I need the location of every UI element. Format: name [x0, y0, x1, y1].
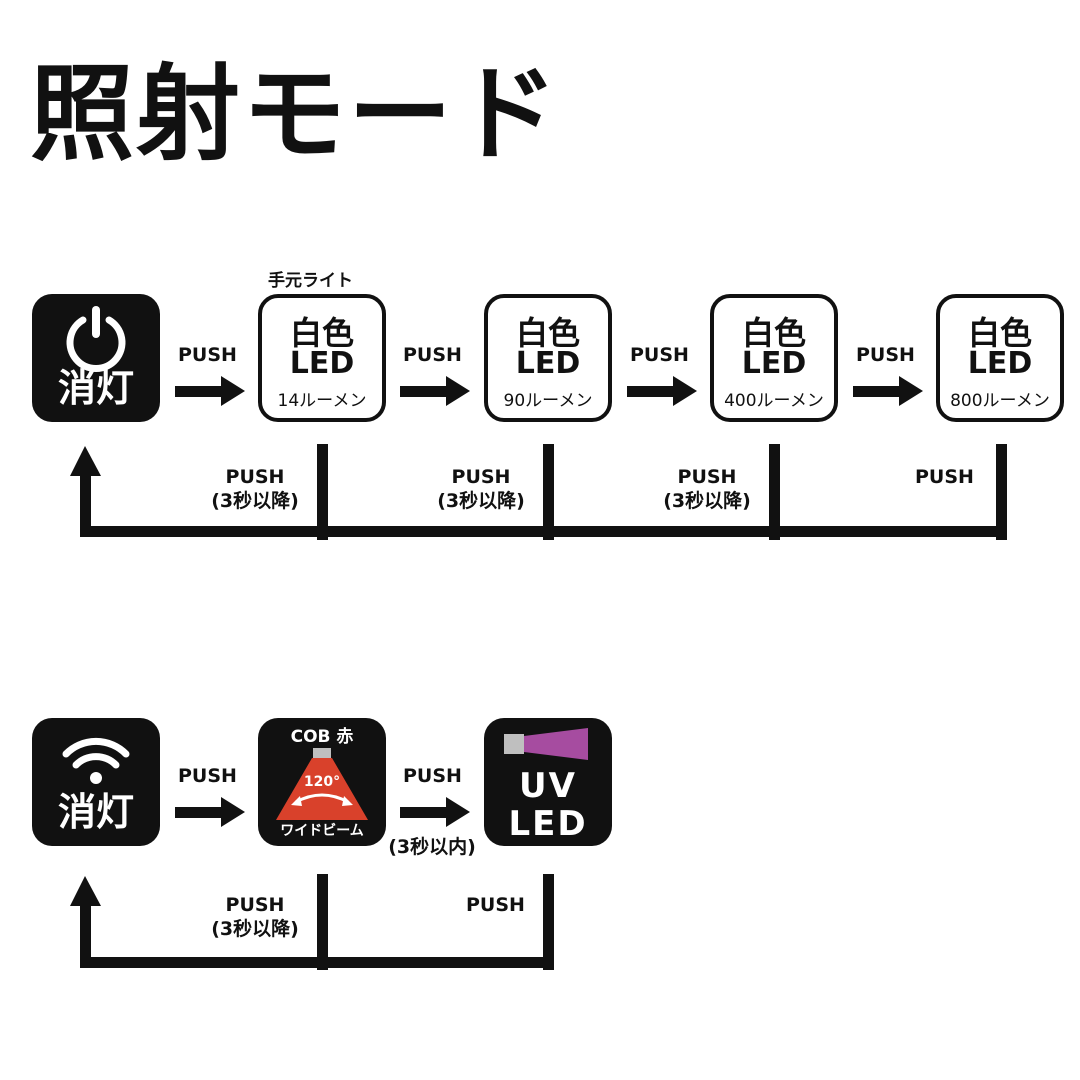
push-hold-label: PUSH (3秒以降)	[652, 466, 762, 514]
mode-type: LED	[741, 346, 807, 381]
push-label: PUSH	[403, 765, 462, 787]
page-title: 照射モード	[30, 53, 561, 175]
push-label: PUSH	[630, 344, 689, 366]
wide-beam-icon	[276, 748, 368, 820]
led-label: LED	[508, 804, 588, 844]
push-label: PUSH	[178, 344, 237, 366]
off-state-box-2: 消灯	[32, 718, 160, 846]
push-text: PUSH	[225, 466, 285, 488]
push-hold-label: PUSH (3秒以降)	[200, 466, 310, 514]
hold-text: (3秒以降)	[437, 489, 525, 512]
mode-color: 白色	[967, 314, 1032, 352]
mode-box-800lm: 白色 LED 800ルーメン	[936, 294, 1064, 422]
mode-type: LED	[967, 346, 1033, 381]
beam-angle: 120°	[303, 774, 341, 790]
mode-color: 白色	[515, 314, 580, 352]
power-icon	[66, 306, 126, 372]
off-label: 消灯	[57, 366, 134, 410]
off-state-box: 消灯	[32, 294, 160, 422]
mode-lumen: 400ルーメン	[724, 391, 824, 411]
mode-box-14lm: 白色 LED 14ルーメン	[258, 294, 386, 422]
push-hold-label: PUSH (3秒以降)	[426, 466, 536, 514]
wide-beam-label: ワイドビーム	[280, 823, 364, 839]
push-text: PUSH	[225, 894, 285, 916]
wifi-signal-icon	[62, 737, 130, 784]
hold-text: (3秒以降)	[663, 489, 751, 512]
uv-label: UV	[519, 766, 577, 806]
uv-led-box: UV LED	[484, 718, 612, 846]
push-hold-label: PUSH (3秒以降)	[200, 894, 310, 942]
push-label: PUSH	[403, 344, 462, 366]
mode-type: LED	[289, 346, 355, 381]
push-label: PUSH	[178, 765, 237, 787]
push-text: PUSH	[451, 466, 511, 488]
push-label: PUSH	[856, 344, 915, 366]
hold-text: (3秒以降)	[211, 917, 299, 940]
hold-text: (3秒以降)	[211, 489, 299, 512]
mode-color: 白色	[289, 314, 354, 352]
mode-color: 白色	[741, 314, 806, 352]
mode-lumen: 14ルーメン	[277, 391, 367, 411]
off-label: 消灯	[57, 790, 134, 834]
push-text: PUSH	[677, 466, 737, 488]
mode-box-400lm: 白色 LED 400ルーメン	[710, 294, 838, 422]
push-label: PUSH	[915, 466, 974, 488]
hand-light-caption: 手元ライト	[268, 271, 353, 291]
mode-lumen: 90ルーメン	[503, 391, 593, 411]
push-label: PUSH	[466, 894, 525, 916]
mode-type: LED	[515, 346, 581, 381]
mode-lumen: 800ルーメン	[950, 391, 1050, 411]
uv-beam-icon	[504, 728, 588, 760]
within-3s-label: (3秒以内)	[388, 836, 476, 858]
cob-red-box: COB 赤 120° ワイドビーム	[258, 718, 386, 846]
cob-label: COB 赤	[290, 727, 354, 747]
mode-box-90lm: 白色 LED 90ルーメン	[484, 294, 612, 422]
